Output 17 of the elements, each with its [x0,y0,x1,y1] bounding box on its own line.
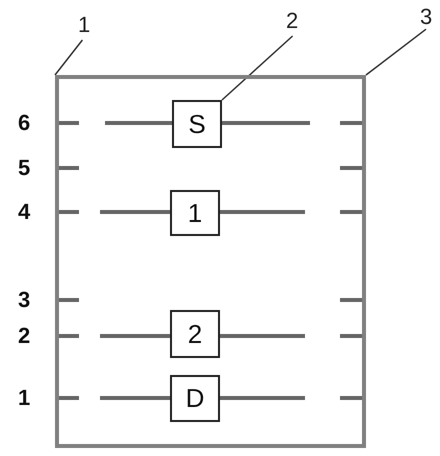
leader-line [54,40,83,76]
leader-line [222,35,294,101]
level-number: 3 [18,287,30,313]
level-number: 6 [18,110,30,136]
housing-frame [55,75,366,448]
level-number: 5 [18,155,30,181]
leader-line [366,28,426,76]
level-number: 4 [18,199,30,225]
level-number: 1 [18,385,30,411]
component-box: 1 [170,190,220,236]
level-number: 2 [18,323,30,349]
callout-number: 3 [420,4,432,30]
callout-number: 1 [78,12,90,38]
callout-number: 2 [286,8,298,34]
component-box: 2 [170,310,220,358]
component-box: S [172,100,222,148]
component-box: D [170,375,220,422]
